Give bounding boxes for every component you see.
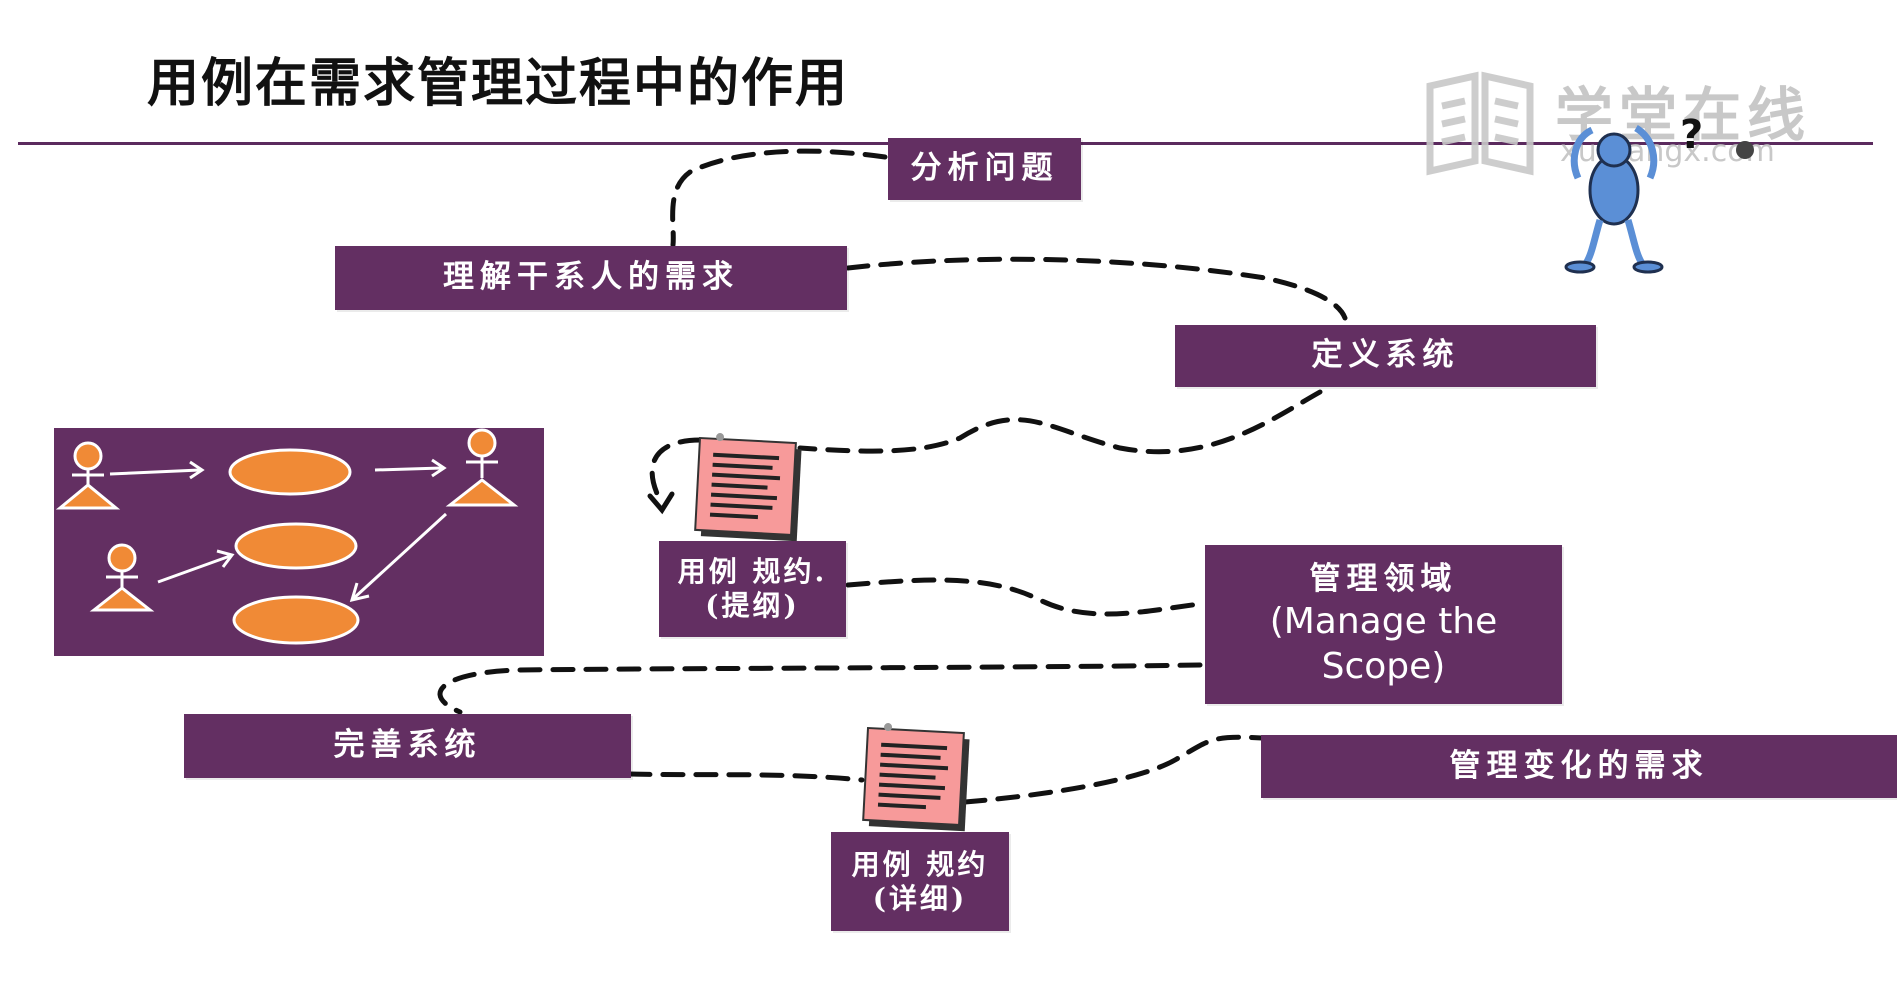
use-case-diagram-image bbox=[54, 428, 544, 656]
open-book-icon bbox=[1426, 71, 1534, 176]
use-case-ellipse bbox=[234, 522, 358, 570]
connector-analyze-to-understand bbox=[670, 148, 888, 248]
connector-outline-loop bbox=[649, 437, 703, 503]
use-case-spec-detail-box: 用例 规约 (详细) bbox=[831, 832, 1009, 931]
connector-detail-to-change bbox=[962, 734, 1265, 805]
manage-changing-requirements-box: 管理变化的需求 bbox=[1261, 735, 1897, 798]
spec-detail-line2: (详细) bbox=[872, 881, 968, 915]
watermark-url: xuetangx.com bbox=[1560, 134, 1775, 169]
spec-outline-line2: (提纲) bbox=[705, 589, 800, 622]
watermark: 学堂在线 xuetangx.com bbox=[1420, 66, 1820, 176]
manage-scope-box: 管理领域 (Manage the Scope) bbox=[1205, 545, 1562, 704]
connector-define-to-outline bbox=[797, 389, 1323, 455]
define-system-box: 定义系统 bbox=[1175, 325, 1596, 387]
document-icon bbox=[862, 723, 970, 832]
analyze-problem-box: 分析问题 bbox=[888, 138, 1081, 200]
scope-line3: Scope) bbox=[1321, 645, 1446, 687]
actor-icon bbox=[55, 441, 121, 510]
actor-icon bbox=[89, 543, 155, 612]
use-case-spec-outline-box: 用例 规约. (提纲) bbox=[659, 541, 846, 637]
use-case-ellipse bbox=[228, 448, 352, 496]
scope-line1: 管理领域 bbox=[1309, 561, 1458, 598]
connector-refine-to-detail bbox=[627, 771, 865, 783]
loop-arrowhead bbox=[647, 491, 675, 515]
spec-detail-line1: 用例 规约 bbox=[851, 847, 989, 881]
scope-line2: (Manage the bbox=[1269, 600, 1498, 642]
connector-outline-to-scope bbox=[845, 577, 1203, 617]
understand-stakeholder-needs-box: 理解干系人的需求 bbox=[335, 246, 847, 310]
connector-scope-to-refine bbox=[437, 662, 1203, 715]
document-icon bbox=[694, 433, 802, 542]
page-title: 用例在需求管理过程中的作用 bbox=[147, 54, 850, 114]
spec-outline-line1: 用例 规约. bbox=[677, 555, 828, 589]
connector-understand-to-define bbox=[845, 256, 1348, 321]
refine-system-box: 完善系统 bbox=[184, 714, 631, 778]
actor-icon bbox=[445, 428, 519, 507]
use-case-ellipse bbox=[232, 595, 360, 645]
